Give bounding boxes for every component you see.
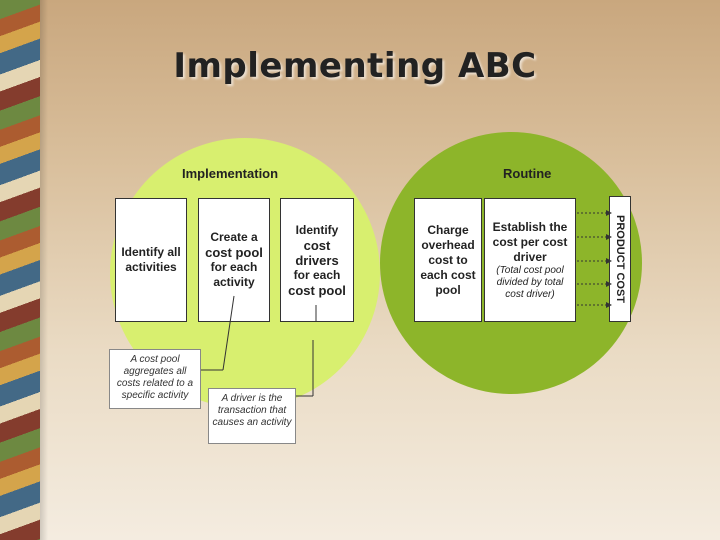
arrowhead-3 [606,258,612,264]
step-create-cost-pool: Create a cost pool for each activity [198,198,270,322]
routine-label: Routine [503,166,552,181]
slide-title: Implementing ABC [173,46,537,86]
product-cost-box: PRODUCT COST [609,196,631,322]
arrowhead-4 [606,281,612,287]
arrowhead-2 [606,234,612,240]
decorative-banknote-strip [0,0,48,540]
step-charge-overhead: Charge overhead cost to each cost pool [414,198,482,322]
step-identify-cost-drivers: Identify cost drivers for each cost pool [280,198,354,322]
arrowhead-1 [606,210,612,216]
implementation-label: Implementation [182,166,279,181]
arrowhead-5 [606,302,612,308]
note-driver: A driver is the transaction that causes … [208,388,296,444]
callout-line-pool [222,295,235,371]
step-establish-rate: Establish the cost per cost driver (Tota… [484,198,576,322]
step-identify-activities: Identify all activities [115,198,187,322]
note-cost-pool: A cost pool aggregates all costs related… [109,349,201,409]
